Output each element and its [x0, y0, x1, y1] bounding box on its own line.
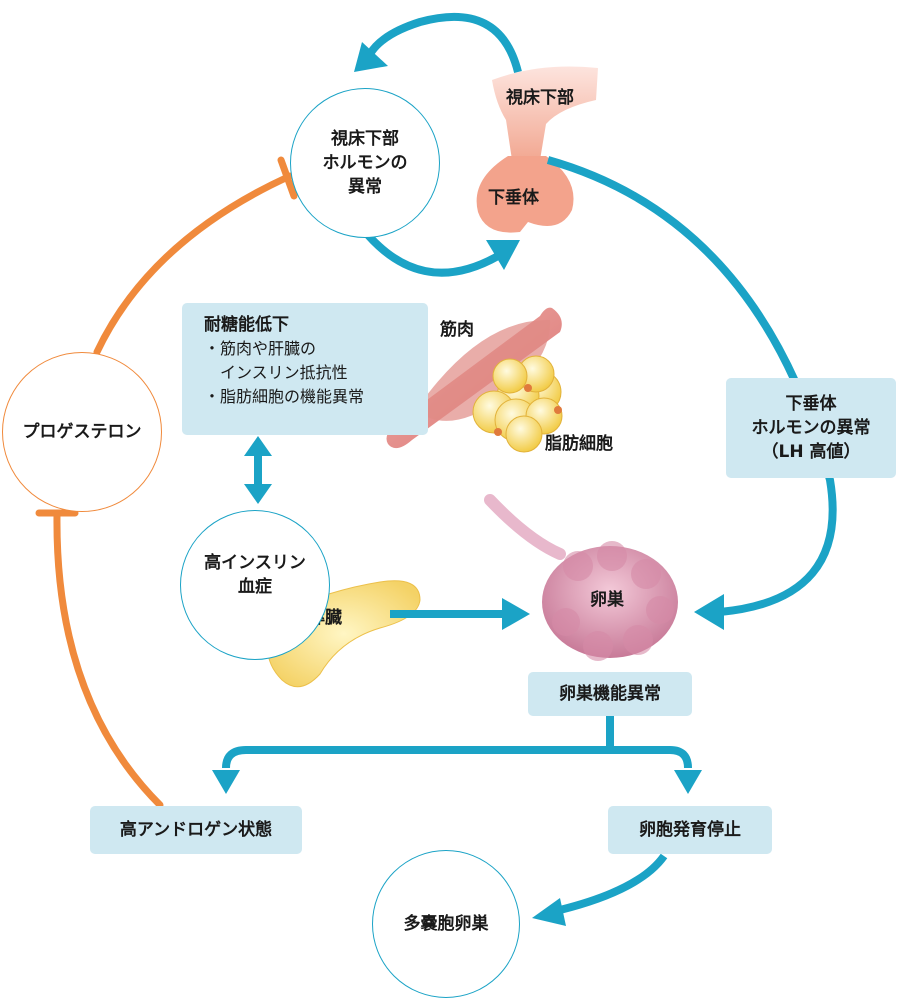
ovary-illustration	[484, 494, 678, 661]
pituitary-label: 下垂体	[488, 188, 539, 208]
hyperandrogenism-label: 高アンドロゲン状態	[119, 820, 273, 840]
hypothalamus-label: 視床下部	[506, 88, 574, 108]
insulin-resistance-item-3: ・脂肪細胞の機能異常	[204, 387, 365, 406]
pituitary-hormone-line-2: ホルモンの異常	[751, 418, 871, 438]
inhibition-bar-top	[277, 156, 298, 200]
hypothalamic-hormone-line-1: 視床下部	[331, 129, 399, 149]
ovary-label: 卵巣	[590, 590, 624, 610]
pituitary-illustration	[476, 66, 598, 233]
hyperinsulinemia-line-1: 高インスリン	[204, 553, 306, 573]
hypothalamic-hormone-circle: 視床下部 ホルモンの 異常	[290, 88, 440, 238]
hyperandrogenism-box: 高アンドロゲン状態	[90, 806, 302, 854]
muscle-illustration	[386, 307, 562, 449]
arrowhead-up	[244, 436, 272, 456]
follicle-arrest-label: 卵胞発育停止	[639, 820, 741, 840]
muscle-label: 筋肉	[440, 320, 474, 340]
insulin-resistance-box: 耐糖能低下 ・筋肉や肝臓の インスリン抵抗性 ・脂肪細胞の機能異常	[182, 303, 428, 435]
pituitary-hormone-box: 下垂体 ホルモンの異常 （LH 高値）	[726, 378, 896, 478]
arrowhead	[486, 240, 520, 270]
androgen-to-progesterone-line	[53, 511, 164, 809]
arrowhead-down	[244, 484, 272, 504]
hypothalamic-hormone-line-3: 異常	[348, 177, 382, 197]
insulin-resistance-item-2: インスリン抵抗性	[204, 363, 348, 382]
arrowhead-right	[674, 770, 702, 794]
arrowhead	[532, 898, 566, 926]
follicle-arrest-box: 卵胞発育停止	[608, 806, 772, 854]
progesterone-upper-inhibition-line	[93, 172, 294, 356]
arrowhead-left	[212, 770, 240, 794]
arrowhead	[354, 42, 388, 72]
ovarian-dysfunction-label: 卵巣機能異常	[559, 684, 661, 704]
follicle-to-pcos-arrow	[559, 853, 668, 914]
progesterone-label: プロゲステロン	[22, 422, 142, 442]
hormone-to-pituitary-arrow	[358, 225, 500, 277]
pituitary-hormone-line-3: （LH 高値）	[761, 442, 861, 462]
hyperinsulinemia-line-2: 血症	[238, 577, 272, 597]
fat-cells-label: 脂肪細胞	[545, 434, 613, 454]
pituitary-hormone-line-1: 下垂体	[785, 394, 837, 414]
fat-cells-illustration	[472, 355, 563, 453]
hypothalamic-hormone-line-2: ホルモンの	[322, 153, 408, 173]
insulin-resistance-title: 耐糖能低下	[204, 315, 289, 335]
hypothalamus-feedback-arrow	[366, 12, 522, 74]
progesterone-circle: プロゲステロン	[2, 352, 162, 512]
pcos-circle: 多嚢胞卵巣	[372, 850, 520, 998]
ovarian-dysfunction-box: 卵巣機能異常	[528, 672, 692, 716]
arrowhead	[502, 598, 530, 630]
pcos-label: 多嚢胞卵巣	[403, 914, 489, 934]
insulin-resistance-item-1: ・筋肉や肝臓の	[204, 339, 317, 358]
split-bar	[222, 746, 692, 769]
hyperinsulinemia-circle: 高インスリン 血症	[180, 510, 330, 660]
arrowhead	[694, 594, 724, 630]
